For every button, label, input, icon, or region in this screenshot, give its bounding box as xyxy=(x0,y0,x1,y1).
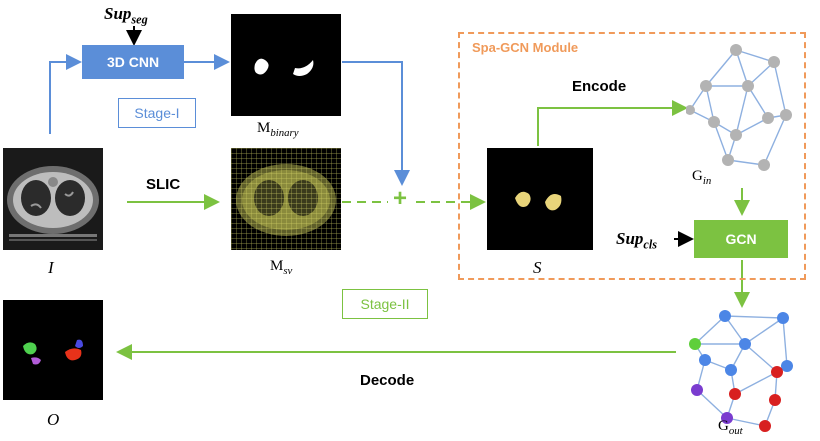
sup-seg-sub: seg xyxy=(131,12,148,27)
gcn-box: GCN xyxy=(694,220,788,258)
cnn-box: 3D CNN xyxy=(82,45,184,79)
sup-cls-sub: cls xyxy=(643,237,658,252)
m-sv-sub: sv xyxy=(283,264,293,277)
m-binary-image xyxy=(231,14,341,116)
s-image xyxy=(487,148,593,250)
g-out-base: G xyxy=(718,418,729,434)
gcn-label: GCN xyxy=(725,231,757,247)
m-binary-label: Mbinary xyxy=(257,120,299,139)
stage2-label: Stage-II xyxy=(360,296,410,312)
s-lung-regions xyxy=(515,191,562,211)
g-in-label: Gin xyxy=(692,168,711,187)
encode-label: Encode xyxy=(572,78,627,95)
m-sv-image xyxy=(231,148,341,250)
cnn-label: 3D CNN xyxy=(106,54,160,70)
g-out-label: Gout xyxy=(718,418,743,437)
g-out-graph xyxy=(689,310,793,432)
plus-sign: + xyxy=(393,185,408,212)
output-image xyxy=(3,300,103,400)
stage1-box: Stage-I xyxy=(118,98,196,128)
arrow-input-to-cnn xyxy=(49,54,82,134)
stage2-box: Stage-II xyxy=(342,289,428,319)
decode-label: Decode xyxy=(360,372,415,389)
spa-gcn-module-title: Spa-GCN Module xyxy=(472,40,579,55)
slic-label: SLIC xyxy=(146,176,181,193)
m-binary-base: M xyxy=(257,120,271,136)
sup-seg-label: Supseg xyxy=(104,4,148,27)
input-label: I xyxy=(48,258,54,277)
g-in-graph xyxy=(686,44,792,171)
s-label: S xyxy=(533,258,542,277)
sup-seg-base: Sup xyxy=(104,4,132,23)
m-sv-label: Msv xyxy=(270,258,292,277)
spa-gcn-module-border xyxy=(458,32,806,280)
output-label: O xyxy=(47,410,60,429)
stage1-label: Stage-I xyxy=(134,105,180,121)
g-out-sub: out xyxy=(728,424,743,437)
arrow-s-to-gin xyxy=(537,100,688,146)
binary-mask-shapes xyxy=(254,58,314,76)
ct-scan-drawing xyxy=(7,166,99,241)
sup-cls-label: Supcls xyxy=(616,229,657,252)
input-ct-image xyxy=(3,148,103,250)
arrow-mbinary-to-plus xyxy=(342,61,410,186)
sup-cls-base: Sup xyxy=(616,229,644,248)
m-binary-sub: binary xyxy=(270,126,299,139)
g-in-base: G xyxy=(692,168,703,184)
g-in-sub: in xyxy=(702,174,712,187)
m-sv-base: M xyxy=(270,258,284,274)
superpixel-drawing xyxy=(231,148,341,250)
output-segments xyxy=(23,339,83,365)
